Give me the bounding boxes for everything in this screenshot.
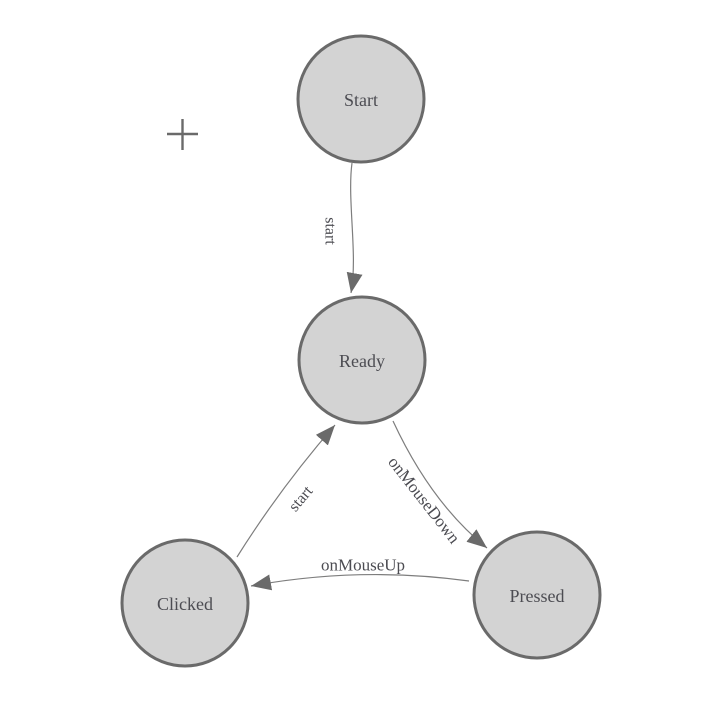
state-circle-pressed[interactable] <box>472 530 602 660</box>
state-label-clicked: Clicked <box>157 594 213 614</box>
edge-label-clicked-ready: start <box>286 483 317 515</box>
plus-crosshair-icon <box>167 119 198 150</box>
state-label-ready: Ready <box>339 351 385 371</box>
edge-line-ready-pressed[interactable] <box>392 420 488 549</box>
state-label-pressed: Pressed <box>510 586 565 606</box>
state-circle-clicked[interactable] <box>120 538 250 668</box>
transition-edge-clicked-ready[interactable]: start <box>236 424 336 558</box>
transition-edge-pressed-clicked[interactable]: onMouseUp <box>250 556 470 591</box>
state-node-clicked[interactable]: Clicked <box>120 538 250 668</box>
edge-label-start-ready: start <box>322 217 339 245</box>
edge-label-pressed-clicked: onMouseUp <box>321 556 405 575</box>
state-node-ready[interactable]: Ready <box>297 295 427 425</box>
state-node-pressed[interactable]: Pressed <box>472 530 602 660</box>
state-node-start[interactable]: Start <box>296 34 426 164</box>
edge-line-start-ready[interactable] <box>346 162 363 294</box>
transition-edge-start-ready[interactable]: start <box>322 162 363 294</box>
state-label-start: Start <box>344 90 378 110</box>
edge-line-clicked-ready[interactable] <box>236 424 336 558</box>
state-circle-ready[interactable] <box>297 295 427 425</box>
edge-label-ready-pressed: onMouseDown <box>384 453 464 548</box>
edge-line-pressed-clicked[interactable] <box>250 574 470 591</box>
state-circle-start[interactable] <box>296 34 426 164</box>
transition-edge-ready-pressed[interactable]: onMouseDown <box>384 420 488 549</box>
